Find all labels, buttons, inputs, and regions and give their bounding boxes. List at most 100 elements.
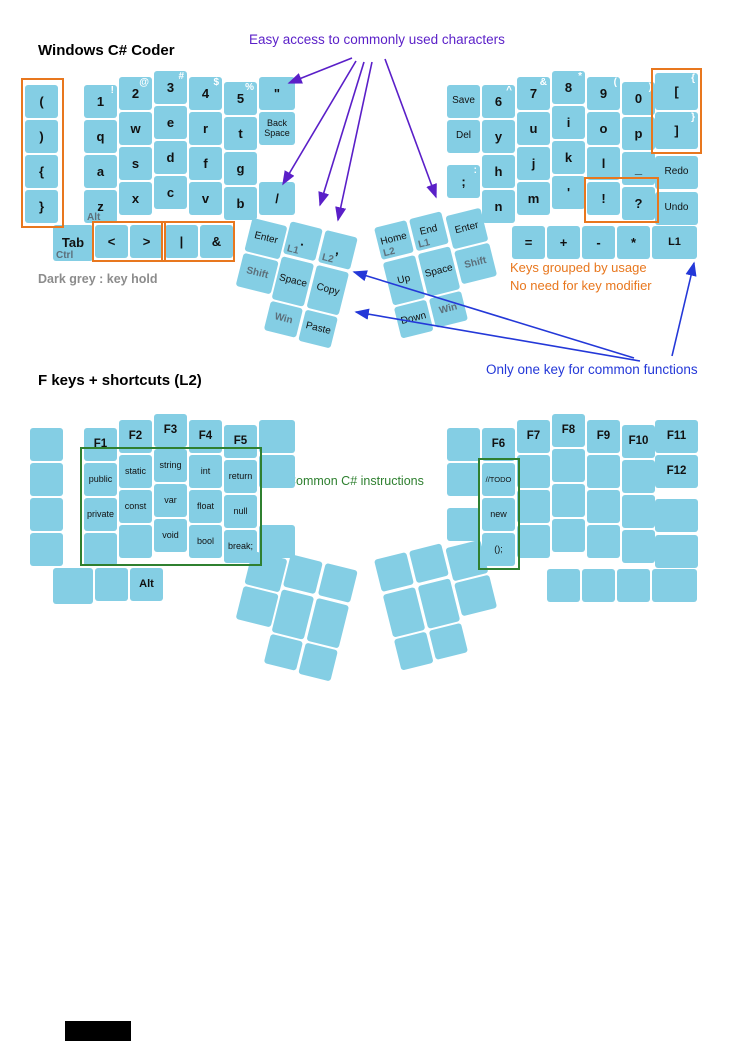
key-del: Del bbox=[447, 120, 480, 153]
key-const: const bbox=[119, 490, 152, 523]
blank-key bbox=[259, 420, 295, 453]
key-asterisk: * bbox=[617, 226, 650, 259]
key-0: 0) bbox=[622, 82, 655, 115]
key-x: x bbox=[119, 182, 152, 215]
key-paren-close: ) bbox=[25, 120, 58, 153]
key-g: g bbox=[224, 152, 257, 185]
key-d: d bbox=[154, 141, 187, 174]
key-u: u bbox=[517, 112, 550, 145]
footer-bar bbox=[65, 1021, 131, 1041]
key-j: j bbox=[517, 147, 550, 180]
blank-key bbox=[119, 525, 152, 558]
key-apostrophe: ' bbox=[552, 176, 585, 209]
key-6: 6^ bbox=[482, 85, 515, 118]
blank-key bbox=[259, 525, 295, 558]
key-var: var bbox=[154, 484, 187, 517]
key-f3: F3 bbox=[154, 414, 187, 447]
key-undo: Undo bbox=[655, 192, 698, 225]
blank-key bbox=[552, 519, 585, 552]
blank-key bbox=[547, 569, 580, 602]
blank-key bbox=[622, 530, 655, 563]
blank-key bbox=[30, 533, 63, 566]
key-l: l bbox=[587, 147, 620, 180]
blank-key bbox=[587, 525, 620, 558]
key-f10: F10 bbox=[622, 425, 655, 458]
blank-key bbox=[622, 495, 655, 528]
key-paren-open: ( bbox=[25, 85, 58, 118]
key-f8: F8 bbox=[552, 414, 585, 447]
key-int: int bbox=[189, 455, 222, 488]
key-4: 4$ bbox=[189, 77, 222, 110]
blank-key bbox=[622, 460, 655, 493]
key-l1: L1 bbox=[652, 226, 697, 259]
key-greater-than: > bbox=[130, 225, 163, 258]
blank-key bbox=[447, 428, 480, 461]
key-y: y bbox=[482, 120, 515, 153]
key-k: k bbox=[552, 141, 585, 174]
key-m: m bbox=[517, 182, 550, 215]
key-f6: F6 bbox=[482, 428, 515, 461]
key-1: 1! bbox=[84, 85, 117, 118]
key-v: v bbox=[189, 182, 222, 215]
key-2: 2@ bbox=[119, 77, 152, 110]
blank-key bbox=[587, 490, 620, 523]
one-key-note: Only one key for common functions bbox=[486, 362, 698, 377]
key-alt: Alt bbox=[130, 568, 163, 601]
key-o: o bbox=[587, 112, 620, 145]
key-f11: F11 bbox=[655, 420, 698, 453]
key-private: private bbox=[84, 498, 117, 531]
blank-key bbox=[517, 455, 550, 488]
key-brace-open: { bbox=[25, 155, 58, 188]
key-float: float bbox=[189, 490, 222, 523]
key-r: r bbox=[189, 112, 222, 145]
key-p: p bbox=[622, 117, 655, 150]
key-underscore: _ bbox=[622, 152, 655, 185]
key-b: b bbox=[224, 187, 257, 220]
layer2-title: F keys + shortcuts (L2) bbox=[38, 372, 202, 389]
blank-key bbox=[95, 568, 128, 601]
key-f: f bbox=[189, 147, 222, 180]
key-a: a bbox=[84, 155, 117, 188]
csharp-instructions-note: Common C# instructions bbox=[287, 474, 424, 488]
key-w: w bbox=[119, 112, 152, 145]
key-f12: F12 bbox=[655, 455, 698, 488]
blank-key bbox=[517, 525, 550, 558]
blank-key bbox=[552, 484, 585, 517]
pipe-amp-keys-box bbox=[161, 221, 235, 262]
key-semicolon: ;: bbox=[447, 165, 480, 198]
exclam-question-keys-box bbox=[584, 177, 659, 223]
key-e: e bbox=[154, 106, 187, 139]
key-i: i bbox=[552, 106, 585, 139]
key-bracket-close: ]} bbox=[655, 112, 698, 149]
key-bool: bool bbox=[189, 525, 222, 558]
key-pipe: | bbox=[165, 225, 198, 258]
csharp-keys-left-box bbox=[80, 447, 262, 566]
key-void: void bbox=[154, 519, 187, 552]
key-5: 5% bbox=[224, 82, 257, 115]
key-s: s bbox=[119, 147, 152, 180]
key-n: n bbox=[482, 190, 515, 223]
key-8: 8* bbox=[552, 71, 585, 104]
key-call-parens: (); bbox=[482, 533, 515, 566]
blank-key bbox=[655, 535, 698, 568]
key-3: 3# bbox=[154, 71, 187, 104]
key-static: static bbox=[119, 455, 152, 488]
key-9: 9( bbox=[587, 77, 620, 110]
key-plus: + bbox=[547, 226, 580, 259]
blank-key bbox=[517, 490, 550, 523]
key-null: null bbox=[224, 495, 257, 528]
key-save: Save bbox=[447, 85, 480, 118]
blank-key bbox=[30, 428, 63, 461]
key-question: ? bbox=[622, 187, 655, 220]
key-exclamation: ! bbox=[587, 182, 620, 215]
key-less-than: < bbox=[95, 225, 128, 258]
csharp-keys-right-box bbox=[478, 458, 520, 570]
angle-keys-box bbox=[92, 221, 166, 262]
